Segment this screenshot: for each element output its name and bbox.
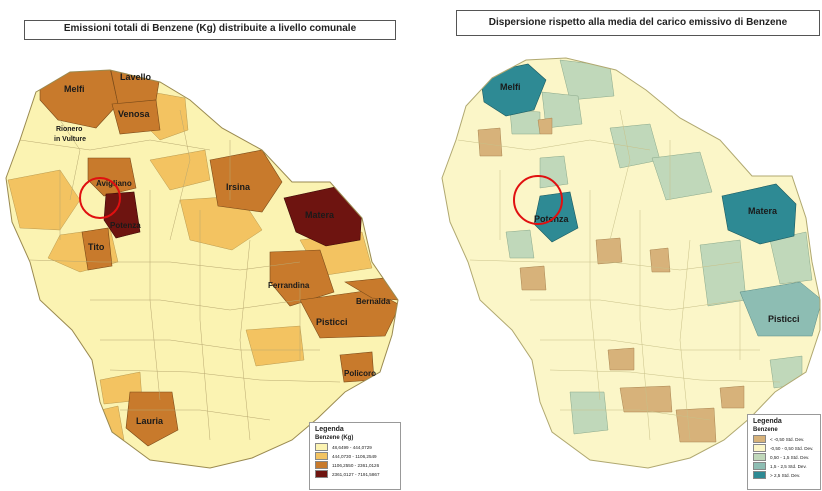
region-right-low4: [519, 265, 547, 291]
left-map-outline: [5, 69, 399, 469]
left-legend-subtitle: Benzene (Kg): [315, 435, 354, 441]
left-legend-label: 1106,2550 - 2361,0126: [332, 462, 380, 468]
right-legend-title: Legenda: [753, 418, 782, 425]
region-left-mid: [149, 149, 211, 191]
right-legend-swatch: [753, 453, 766, 461]
region-right-pisticci: [739, 281, 820, 337]
region-right-low6: [619, 385, 673, 413]
region-right-ferrandina: [699, 239, 747, 307]
left-legend-swatch: [315, 461, 328, 469]
right-legend-label: -0,50 - 0,50 Std. Dev.: [770, 445, 814, 451]
highlight-circle-right: [513, 175, 563, 225]
right-legend-swatch: [753, 462, 766, 470]
right-map-title: Dispersione rispetto alla media del cari…: [456, 10, 820, 36]
label-melfi-right: Melfi: [500, 82, 521, 92]
label-pisticci-left: Pisticci: [316, 317, 348, 327]
right-legend-row: 0,50 - 1,5 Std. Dev.: [753, 453, 820, 461]
right-legend-row: 1,5 - 2,5 Std. Dev.: [753, 462, 820, 470]
region-right-matera: [721, 183, 797, 245]
label-rionero: Rionero: [56, 126, 82, 133]
region-lauria: [125, 391, 179, 447]
region-right-irsina: [651, 151, 713, 201]
right-municipal-boundaries: [457, 109, 781, 441]
label-potenza-left: Potenza: [110, 221, 141, 230]
label-in-vulture: in Vulture: [54, 136, 86, 143]
region-left-west: [7, 169, 81, 231]
left-legend-row: 444,0730 - 1106,2549: [315, 452, 400, 460]
left-legend-swatch: [315, 443, 328, 451]
left-map: [6, 70, 398, 468]
left-legend-label: 444,0730 - 1106,2549: [332, 453, 377, 459]
label-lavello: Lavello: [120, 72, 152, 82]
label-melfi: Melfi: [64, 84, 85, 94]
region-tito: [81, 227, 113, 271]
region-left-se: [245, 325, 305, 367]
region-right-low3: [649, 247, 671, 273]
right-legend-swatch: [753, 471, 766, 479]
right-legend-label: < -0,50 Std. Dev.: [770, 436, 805, 442]
label-lauria: Lauria: [136, 416, 164, 426]
label-matera-left: Matera: [305, 210, 335, 220]
region-right-avigliano: [539, 155, 569, 189]
right-legend-subtitle: Benzene: [753, 427, 778, 433]
right-legend-row: > 2,5 Std. Dev.: [753, 471, 820, 479]
label-venosa: Venosa: [118, 109, 151, 119]
highlight-circle-left: [79, 177, 121, 219]
region-venosa: [111, 99, 161, 135]
left-legend-label: 48,6499 - 444,0729: [332, 444, 372, 450]
left-legend: Legenda Benzene (Kg) 48,6499 - 444,0729 …: [309, 422, 401, 490]
region-right-low8: [537, 117, 553, 135]
region-right-policoro: [769, 355, 803, 389]
left-legend-row: 2361,0127 - 7191,5867: [315, 470, 400, 478]
region-melfi: [39, 70, 119, 129]
right-legend-label: > 2,5 Std. Dev.: [770, 472, 801, 478]
region-right-low9: [719, 385, 745, 409]
right-legend-row: -0,50 - 0,50 Std. Dev.: [753, 444, 820, 452]
left-legend-swatch: [315, 452, 328, 460]
right-legend-swatch: [753, 435, 766, 443]
left-legend-row: 48,6499 - 444,0729: [315, 443, 400, 451]
region-pisticci: [299, 289, 398, 339]
right-legend-label: 1,5 - 2,5 Std. Dev.: [770, 463, 807, 469]
region-potenza: [103, 191, 141, 239]
label-bernalda: Bernalda: [356, 297, 391, 306]
region-right-low7: [675, 407, 717, 443]
region-right-low5: [607, 347, 635, 371]
region-bernalda: [344, 277, 398, 301]
region-left-sw2: [91, 405, 125, 447]
label-irsina: Irsina: [226, 182, 251, 192]
region-right-lauria: [569, 391, 609, 435]
left-map-title: Emissioni totali di Benzene (Kg) distrib…: [24, 20, 396, 40]
region-right-low1: [477, 127, 503, 157]
region-right-low2: [595, 237, 623, 265]
label-pisticci-right: Pisticci: [768, 314, 800, 324]
left-municipal-boundaries: [19, 109, 341, 441]
right-legend-label: 0,50 - 1,5 Std. Dev.: [770, 454, 810, 460]
region-right-tito: [505, 229, 535, 259]
label-policoro: Policoro: [344, 369, 376, 378]
region-irsina: [209, 149, 283, 213]
left-legend-swatch: [315, 470, 328, 478]
left-legend-row: 1106,2550 - 2361,0126: [315, 461, 400, 469]
label-matera-right: Matera: [748, 206, 778, 216]
left-legend-label: 2361,0127 - 7191,5867: [332, 471, 380, 477]
left-legend-title: Legenda: [315, 426, 344, 433]
right-legend-swatch: [753, 444, 766, 452]
region-right-melfi: [479, 63, 547, 117]
label-ferrandina: Ferrandina: [268, 281, 310, 290]
label-tito: Tito: [88, 242, 105, 252]
right-legend-row: < -0,50 Std. Dev.: [753, 435, 820, 443]
right-legend: Legenda Benzene < -0,50 Std. Dev. -0,50 …: [747, 414, 821, 490]
